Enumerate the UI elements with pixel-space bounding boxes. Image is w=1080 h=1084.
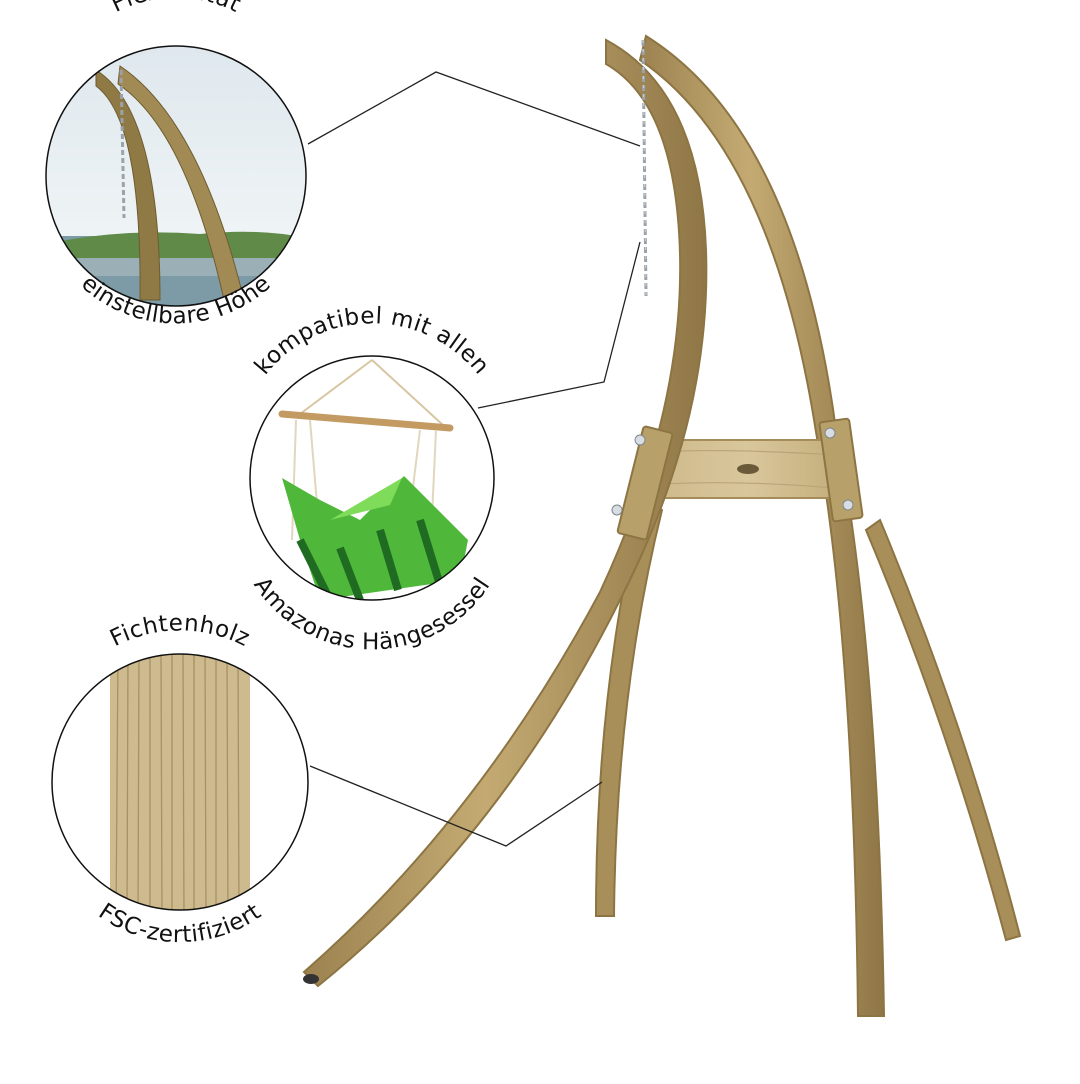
svg-text:Fichtenholz: Fichtenholz [106,610,254,652]
svg-text:Flexibilität: Flexibilität [107,0,245,18]
callout-height-top-label: Flexibilität [107,0,244,18]
hammock-chair-stand [302,34,1022,1017]
callout-wood-top-label: Fichtenholz [106,610,253,652]
leader-lines [307,71,641,847]
rear-left-leg [594,498,664,917]
leader-line-chair [477,241,641,409]
callout-chair: kompatibel mit allen Amazonas Hängesesse… [249,303,495,655]
leader-line-height [307,71,641,147]
right-arch-beam [638,34,886,1017]
leader-line-wood [309,765,603,847]
chain [641,39,648,297]
callout-height: Flexibilität einstellbare Höhe [45,0,307,330]
callout-wood: Fichtenholz FSC-zertifiziert [51,610,309,948]
rear-right-leg [864,518,1022,942]
left-arch-beam [302,38,708,988]
